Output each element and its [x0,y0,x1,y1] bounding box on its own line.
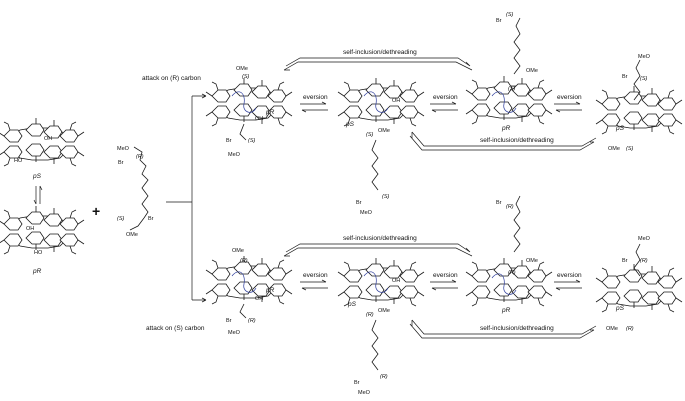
meo-label: MeO [358,390,371,396]
ome-label: OMe [378,308,390,314]
meo-label: MeO [638,54,651,60]
oh-label: OH [392,278,400,284]
chirality-label: pS [347,301,357,308]
eversion-label: eversion [557,94,582,101]
top-complex-3: (S) Br OMe (S) pR [465,12,553,132]
stereo-label-2: (S) [382,194,390,200]
eversion-arrows-top-2: eversion [430,94,458,113]
meo-label: MeO [228,330,241,336]
ome-label: OMe [378,128,390,134]
stereo-label: (R) [240,258,248,264]
br-label: Br [118,160,124,166]
plus-sign: + [92,203,100,219]
eversion-label: eversion [557,272,582,279]
meo-label: MeO [638,236,651,242]
br-label: Br [226,318,232,324]
top-complex-4: MeO Br (S) pS OMe (S) [595,54,683,152]
stereo-label: (S) [640,76,648,82]
br-label: Br [226,138,232,144]
top-complex-1: OMe (S) OH pR Br (S) MeO [205,66,293,158]
left-macrocycle-pr: OH HO pR [0,205,85,275]
chirality-label: pR [265,109,275,116]
branch-label-top: attack on (R) carbon [142,75,201,82]
br-label-bottom: Br [148,216,154,222]
branch-arrows [166,93,207,303]
bottom-complex-1: OMe (R) OH pR Br (R) MeO [205,248,293,336]
stereo-label-2: (R) [626,326,634,332]
top-complex-2: OH pS (S) OMe (S) Br MeO [337,77,425,216]
self-inclusion-label-upper: self-inclusion/dethreading [343,49,417,56]
chirality-label: pS [32,173,42,180]
meo-label: MeO [228,152,241,158]
self-inclusion-label-lower: self-inclusion/dethreading [480,137,554,144]
br-label: Br [496,18,502,24]
stereo-label-2: (R) [506,204,514,210]
ome-label: OMe [606,326,618,332]
self-inclusion-label-lower: self-inclusion/dethreading [480,325,554,332]
stereo-label-2: (S) [248,138,256,144]
s-stereo-label: (S) [117,216,125,222]
dibromo-diester-reagent: MeO Br (R) (S) Br OMe [117,146,154,238]
eversion-arrows-top-1: eversion [300,94,328,113]
ester-label: MeO [117,146,130,152]
stereo-label-2: (R) [380,374,388,380]
chirality-label: pR [501,125,511,132]
ome-label: OMe [232,248,244,254]
equilibrium-arrows-vertical [33,185,43,205]
eversion-arrows-bottom-2: eversion [430,272,458,291]
ome-label: OMe [126,232,138,238]
stereo-label: (R) [640,258,648,264]
eversion-label: eversion [433,272,458,279]
chirality-label: pS [615,125,625,132]
ome-label: OMe [608,146,620,152]
stereo-label-2: (R) [248,318,256,324]
br-label: Br [496,200,502,206]
chirality-label: pR [265,287,275,294]
ho-label: HO [34,250,43,256]
br-label: Br [356,200,362,206]
oh-label: OH [392,98,400,104]
self-inclusion-arrows-top: self-inclusion/dethreading self-inclusio… [283,49,597,151]
stereo-label-2: (S) [506,12,514,18]
stereo-label: (R) [508,270,516,276]
eversion-label: eversion [303,272,328,279]
eversion-label: eversion [303,94,328,101]
stereo-label: (S) [242,74,250,80]
branch-label-bottom: attack on (S) carbon [146,325,205,332]
stereo-label-2: (S) [626,146,634,152]
chirality-label: pS [345,121,355,128]
meo-label: MeO [360,210,373,216]
stereo-label: (S) [366,132,374,138]
r-stereo-label: (R) [136,154,144,160]
br-label: Br [622,258,628,264]
oh-label: OH [255,296,263,302]
eversion-arrows-bottom-1: eversion [300,272,328,291]
chirality-label: pS [615,305,625,312]
chirality-label: pR [501,307,511,314]
ome-label: OMe [236,66,248,72]
self-inclusion-label-upper: self-inclusion/dethreading [343,235,417,242]
ome-label: OMe [526,258,538,264]
self-inclusion-arrows-bottom: self-inclusion/dethreading self-inclusio… [283,235,597,339]
bottom-complex-2: OH pS (R) OMe (R) Br MeO [337,257,425,396]
oh-label: OH [44,136,52,142]
eversion-arrows-top-3: eversion [554,94,582,113]
stereo-label: (R) [366,312,374,318]
br-label: Br [354,380,360,386]
stereo-label: (S) [508,86,516,92]
oh-label: OH [255,116,263,122]
ho-label: HO [14,158,23,164]
bottom-complex-3: (R) Br OMe (R) pR [465,195,553,314]
bottom-complex-4: MeO Br (R) pS OMe (R) [595,236,683,332]
eversion-label: eversion [433,94,458,101]
oh-label: OH [26,226,34,232]
ome-label: OMe [526,68,538,74]
chirality-label: pR [32,268,42,275]
eversion-arrows-bottom-3: eversion [554,272,582,291]
left-macrocycle-ps: OH HO pS [0,117,85,180]
br-label: Br [622,74,628,80]
